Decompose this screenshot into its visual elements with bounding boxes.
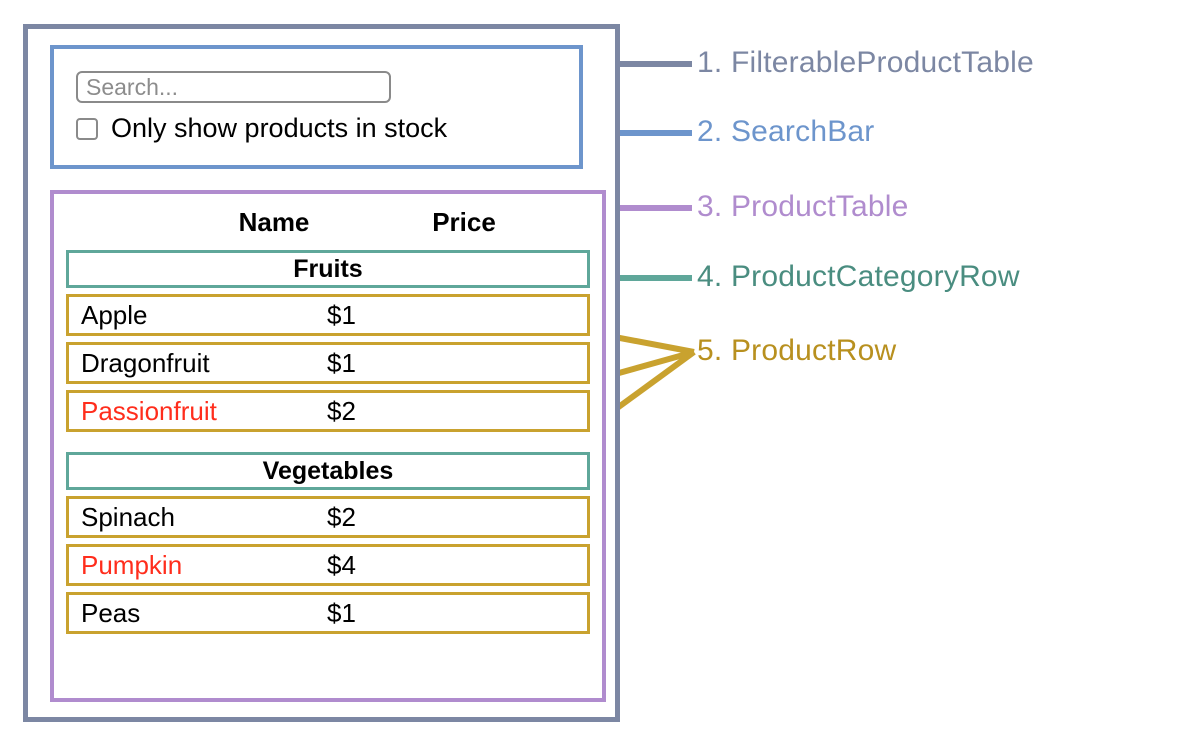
search-bar: Only show products in stock: [50, 45, 583, 169]
product-row-name: Passionfruit: [81, 395, 217, 426]
product-row-name: Spinach: [81, 501, 175, 532]
annotation-label-search-bar: 2. SearchBar: [697, 115, 875, 148]
product-row-name: Dragonfruit: [81, 347, 210, 378]
stock-filter-checkbox[interactable]: [76, 117, 98, 140]
product-table: Name Price Fruits Apple $1 Dragonfruit $…: [50, 190, 606, 702]
column-header-price: Price: [432, 206, 496, 237]
product-row[interactable]: Apple $1: [66, 294, 590, 336]
product-category-row: Fruits: [66, 250, 590, 288]
annotation-label-filterable-product-table: 1. FilterableProductTable: [697, 46, 1034, 79]
filterable-product-table: Only show products in stock Name Price F…: [23, 24, 620, 722]
product-table-rows: Fruits Apple $1 Dragonfruit $1 Passionfr…: [66, 250, 590, 640]
annotation-label-product-category-row: 4. ProductCategoryRow: [697, 260, 1020, 293]
product-category-row: Vegetables: [66, 452, 590, 490]
stock-filter-label: Only show products in stock: [111, 113, 448, 143]
product-row[interactable]: Peas $1: [66, 592, 590, 634]
search-input[interactable]: [76, 71, 391, 103]
product-table-header: Name Price: [54, 202, 602, 242]
product-category-row-label: Vegetables: [262, 456, 394, 485]
product-row-price: $1: [327, 299, 356, 330]
annotation-label-product-row: 5. ProductRow: [697, 334, 897, 367]
product-row[interactable]: Dragonfruit $1: [66, 342, 590, 384]
product-row-name: Apple: [81, 299, 148, 330]
product-category-row-label: Fruits: [293, 254, 363, 283]
product-row-price: $2: [327, 501, 356, 532]
product-row[interactable]: Passionfruit $2: [66, 390, 590, 432]
product-row-name: Pumpkin: [81, 549, 183, 580]
group-spacer: [66, 438, 590, 452]
product-row-price: $2: [327, 395, 356, 426]
product-row-price: $4: [327, 549, 356, 580]
product-row-price: $1: [327, 597, 356, 628]
product-row[interactable]: Pumpkin $4: [66, 544, 590, 586]
product-row-price: $1: [327, 347, 356, 378]
product-row-name: Peas: [81, 597, 141, 628]
annotation-label-product-table: 3. ProductTable: [697, 190, 909, 223]
product-row[interactable]: Spinach $2: [66, 496, 590, 538]
stock-filter-row[interactable]: Only show products in stock: [76, 115, 447, 142]
column-header-name: Name: [238, 206, 310, 237]
